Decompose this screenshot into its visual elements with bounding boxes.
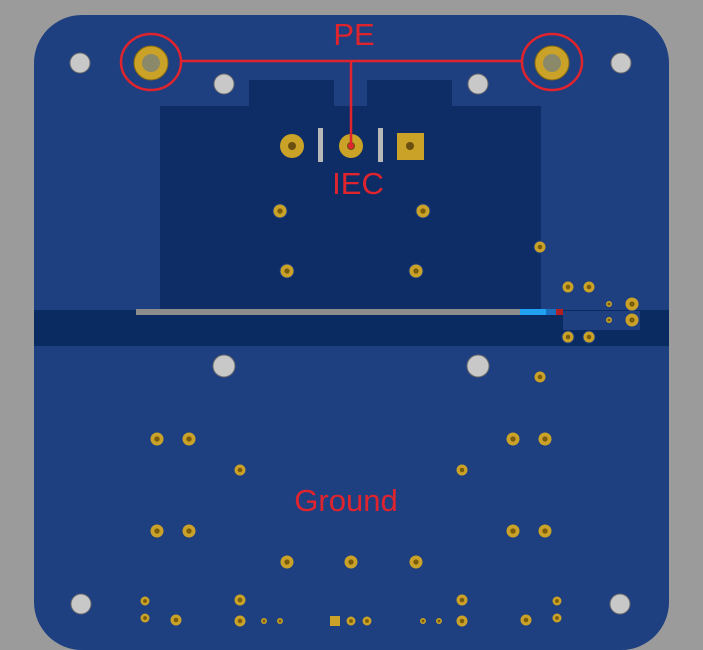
via-pad-hole [278, 619, 282, 623]
drill-hole [467, 73, 489, 95]
drill-hole [466, 354, 490, 378]
via-pad-hole [607, 302, 611, 306]
split-trace [136, 309, 522, 315]
via-pad-hole [523, 617, 529, 623]
ground-label: Ground [294, 483, 397, 518]
via-pad-hole [413, 559, 419, 565]
drill-hole [69, 52, 91, 74]
square-pad [330, 616, 340, 626]
split-band-right [563, 330, 640, 346]
drill-hole [213, 73, 235, 95]
via-pad-hole [510, 436, 516, 442]
via-pad-hole [154, 528, 160, 534]
drill-hole [610, 52, 632, 74]
via-pad-hole [284, 268, 290, 274]
via-pad-hole [173, 617, 179, 623]
pe-pads [133, 45, 570, 81]
via-pad-hole [237, 618, 243, 624]
iec-pad-left-hole [288, 142, 296, 150]
via-pad-hole [565, 334, 571, 340]
via-pad-hole [459, 618, 465, 624]
via-pad-hole [510, 528, 516, 534]
via-pad-hole [349, 619, 353, 623]
via-pad-hole [420, 208, 426, 214]
drill-hole [70, 593, 92, 615]
iec-copper-area [160, 80, 541, 310]
via-pad-hole [348, 559, 354, 565]
pe-pad-left-hole [142, 54, 160, 72]
split-trace-red [556, 309, 563, 315]
via-pad-hole [437, 619, 441, 623]
split-trace-blue [520, 309, 546, 315]
via-pad-hole [629, 317, 635, 323]
via-pad-hole [262, 619, 266, 623]
via-pad-hole [607, 318, 611, 322]
via-pad-hole [537, 374, 543, 380]
via-pad-hole [565, 284, 571, 290]
via-pad-hole [629, 301, 635, 307]
via-pad-hole [555, 599, 559, 603]
via-pad-hole [237, 467, 243, 473]
via-pad-hole [586, 284, 592, 290]
iec-slot [378, 128, 383, 162]
pe-label: PE [333, 17, 374, 52]
pe-junction [348, 143, 354, 149]
via-pad-hole [284, 559, 290, 565]
split-band [34, 310, 669, 346]
iec-label: IEC [332, 166, 384, 201]
via-pad-hole [365, 619, 369, 623]
iec-slot [318, 128, 323, 162]
via-pad-hole [186, 436, 192, 442]
mounting-holes [69, 52, 632, 615]
via-pad-hole [542, 528, 548, 534]
iec-pad-square-hole [406, 142, 414, 150]
via-pad-hole [154, 436, 160, 442]
split-trace-end [546, 309, 556, 315]
via-pad-hole [542, 436, 548, 442]
via-pad-hole [537, 244, 543, 250]
pe-annotation [119, 32, 584, 146]
via-pad-hole [237, 597, 243, 603]
via-pad-hole [277, 208, 283, 214]
via-pad-hole [459, 467, 465, 473]
via-pad-hole [555, 616, 559, 620]
via-pad-hole [421, 619, 425, 623]
via-pad-hole [459, 597, 465, 603]
via-pad-hole [143, 616, 147, 620]
via-pad-hole [413, 268, 419, 274]
via-pad-hole [586, 334, 592, 340]
via-pad-hole [143, 599, 147, 603]
via-pad-hole [186, 528, 192, 534]
drill-hole [609, 593, 631, 615]
component-pads [139, 203, 640, 628]
drill-hole [212, 354, 236, 378]
pe-pad-right-hole [543, 54, 561, 72]
